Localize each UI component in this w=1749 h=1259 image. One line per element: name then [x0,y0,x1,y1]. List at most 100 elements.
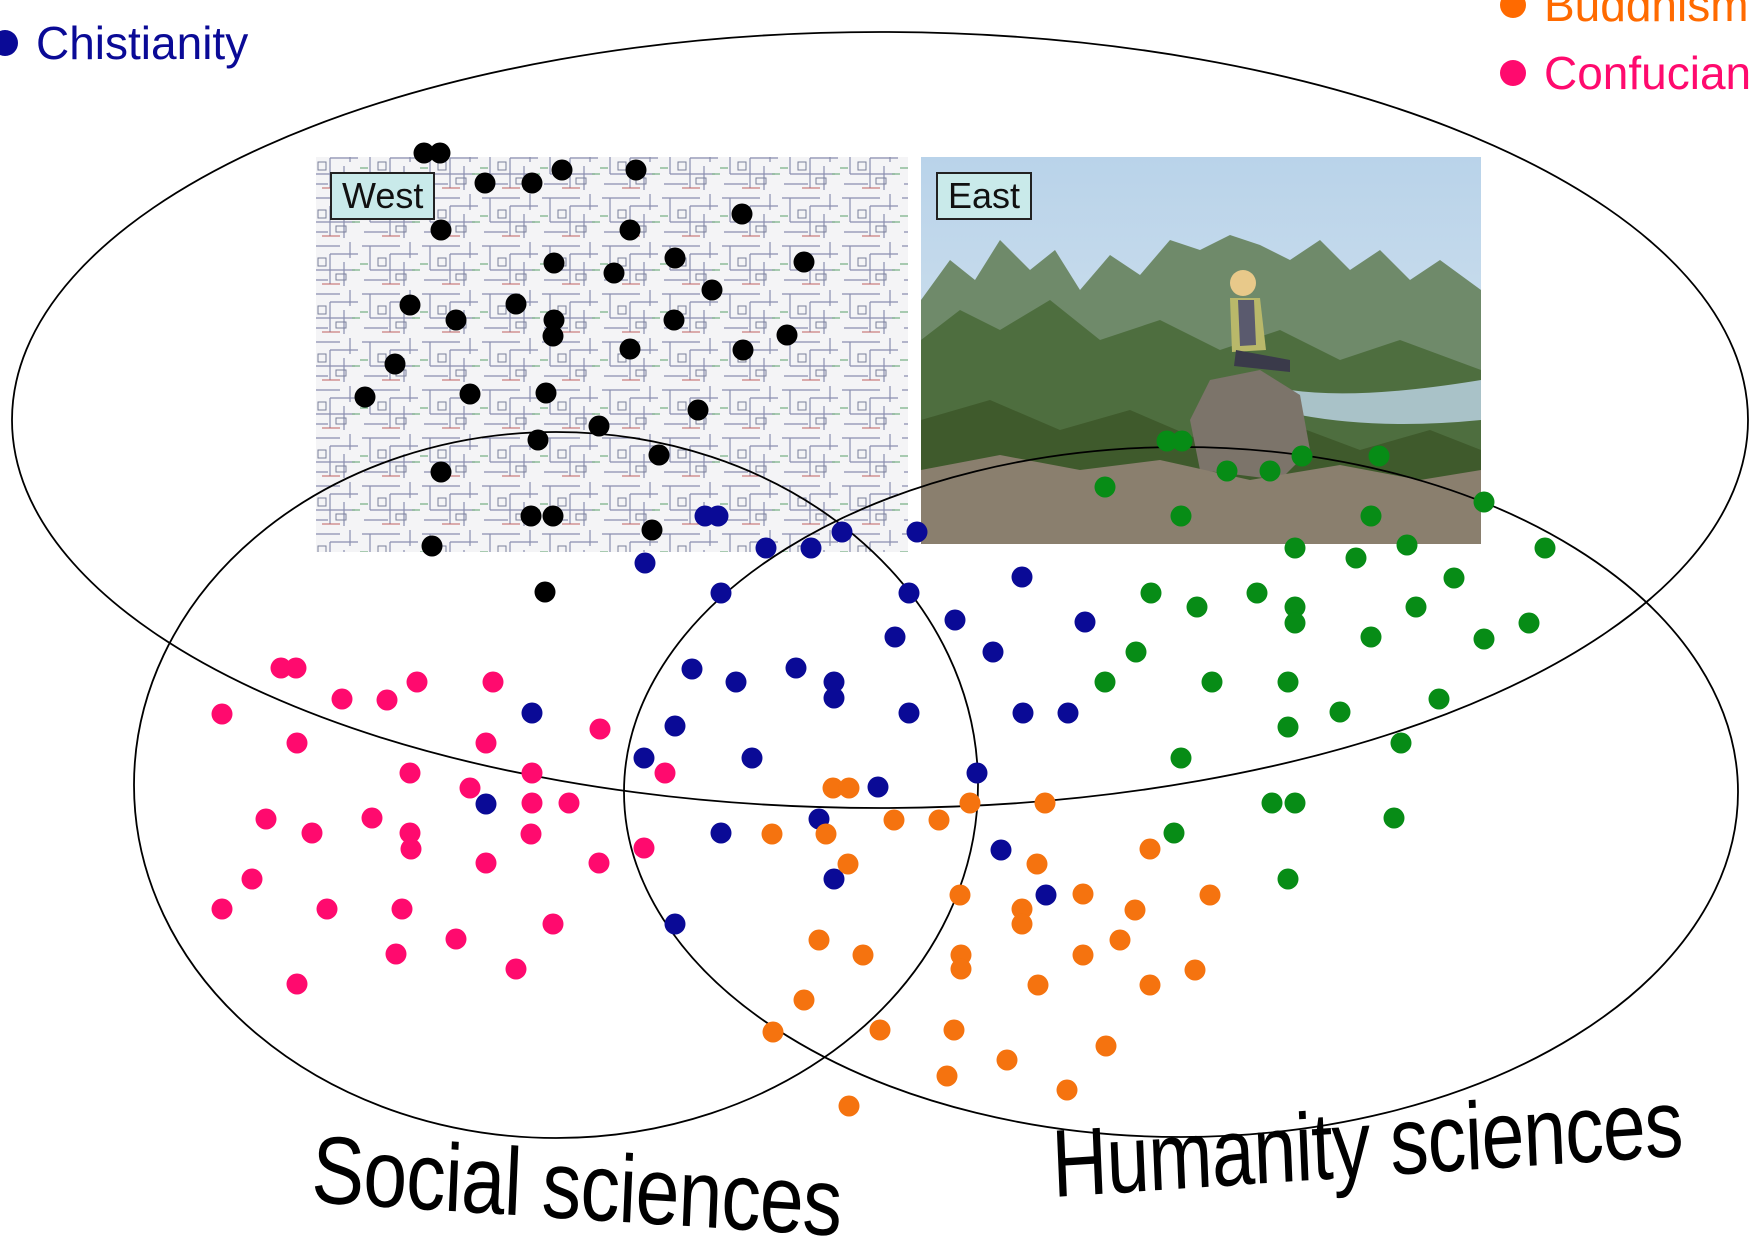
orange-dot-22 [950,958,972,980]
green-dot-9 [1360,505,1382,527]
pink-dot-14 [521,792,543,814]
orange-dot-17 [808,929,830,951]
west-schematic-image [316,157,908,552]
blue-dot-14 [681,658,703,680]
green-dot-36 [1163,822,1185,844]
legend-confucianism-dot [1500,60,1526,86]
black-dot-25 [354,386,376,408]
green-dot-17 [1284,596,1306,618]
green-dot-29 [1428,688,1450,710]
blue-dot-7 [710,582,732,604]
blue-dot-32 [823,868,845,890]
green-dot-8 [1170,505,1192,527]
black-dot-21 [776,324,798,346]
black-dot-19 [663,309,685,331]
pink-dot-24 [588,852,610,874]
green-dot-13 [1534,537,1556,559]
pink-dot-2 [211,703,233,725]
blue-dot-25 [741,747,763,769]
legend-christianity: Chistianity [0,16,248,70]
east-tag-label: East [948,175,1021,216]
green-dot-10 [1284,537,1306,559]
green-dot-20 [1284,612,1306,634]
pink-dot-17 [301,822,323,844]
orange-dot-34 [838,1095,860,1117]
blue-dot-29 [710,822,732,844]
blue-dot-12 [1074,611,1096,633]
west-tag-label: West [342,175,424,216]
black-dot-27 [535,382,557,404]
black-dot-35 [641,519,663,541]
green-dot-19 [1443,567,1465,589]
black-dot-14 [399,294,421,316]
legend-buddhism: Buddhism [1500,0,1749,32]
blue-dot-4 [755,537,777,559]
green-dot-14 [1140,582,1162,604]
green-dot-15 [1186,596,1208,618]
pink-dot-18 [361,807,383,829]
orange-dot-27 [869,1019,891,1041]
blue-dot-17 [823,671,845,693]
pink-dot-31 [385,943,407,965]
green-dot-34 [1284,792,1306,814]
pink-dot-30 [445,928,467,950]
orange-dot-15 [1124,899,1146,921]
green-dot-37 [1277,868,1299,890]
pink-dot-12 [459,777,481,799]
green-dot-18 [1405,596,1427,618]
orange-dot-24 [1139,974,1161,996]
black-dot-23 [619,338,641,360]
black-dot-6 [625,159,647,181]
black-dot-10 [543,252,565,274]
green-dot-22 [1473,628,1495,650]
pink-dot-13 [558,792,580,814]
pink-dot-29 [542,913,564,935]
green-dot-6 [1368,445,1390,467]
blue-dot-6 [634,552,656,574]
pink-dot-10 [589,718,611,740]
green-dot-7 [1473,491,1495,513]
orange-dot-30 [1095,1035,1117,1057]
east-tag: East [936,172,1033,220]
green-dot-26 [1201,671,1223,693]
blue-dot-11 [944,609,966,631]
west-image-panel [316,157,908,552]
black-dot-3 [474,172,496,194]
orange-dot-4 [928,809,950,831]
orange-dot-1 [838,777,860,799]
pink-dot-15 [654,762,676,784]
legend-christianity-dot [0,30,18,56]
orange-dot-19 [852,944,874,966]
green-dot-27 [1277,671,1299,693]
black-dot-8 [619,219,641,241]
legend-confucianism-label: Confucian [1544,47,1749,99]
pink-dot-0 [270,657,292,679]
green-dot-24 [1518,612,1540,634]
blue-dot-15 [725,671,747,693]
black-dot-36 [421,535,443,557]
blue-dot-13 [982,641,1004,663]
black-dot-12 [603,262,625,284]
black-dot-30 [527,429,549,451]
green-dot-32 [1390,732,1412,754]
green-dot-23 [1125,641,1147,663]
green-dot-25 [1094,671,1116,693]
orange-dot-31 [996,1049,1018,1071]
green-dot-4 [1216,460,1238,482]
pink-dot-21 [520,823,542,845]
pink-dot-4 [376,689,398,711]
pink-dot-22 [633,837,655,859]
pink-dot-32 [505,958,527,980]
black-dot-7 [430,219,452,241]
black-dot-15 [505,293,527,315]
pink-dot-16 [255,808,277,830]
blue-dot-34 [664,913,686,935]
orange-dot-33 [1056,1079,1078,1101]
green-dot-21 [1360,626,1382,648]
orange-dot-16 [1011,913,1033,935]
black-dot-22 [384,353,406,375]
pink-dot-33 [286,973,308,995]
green-dot-35 [1383,807,1405,829]
green-dot-3 [1094,476,1116,498]
black-dot-32 [430,461,452,483]
